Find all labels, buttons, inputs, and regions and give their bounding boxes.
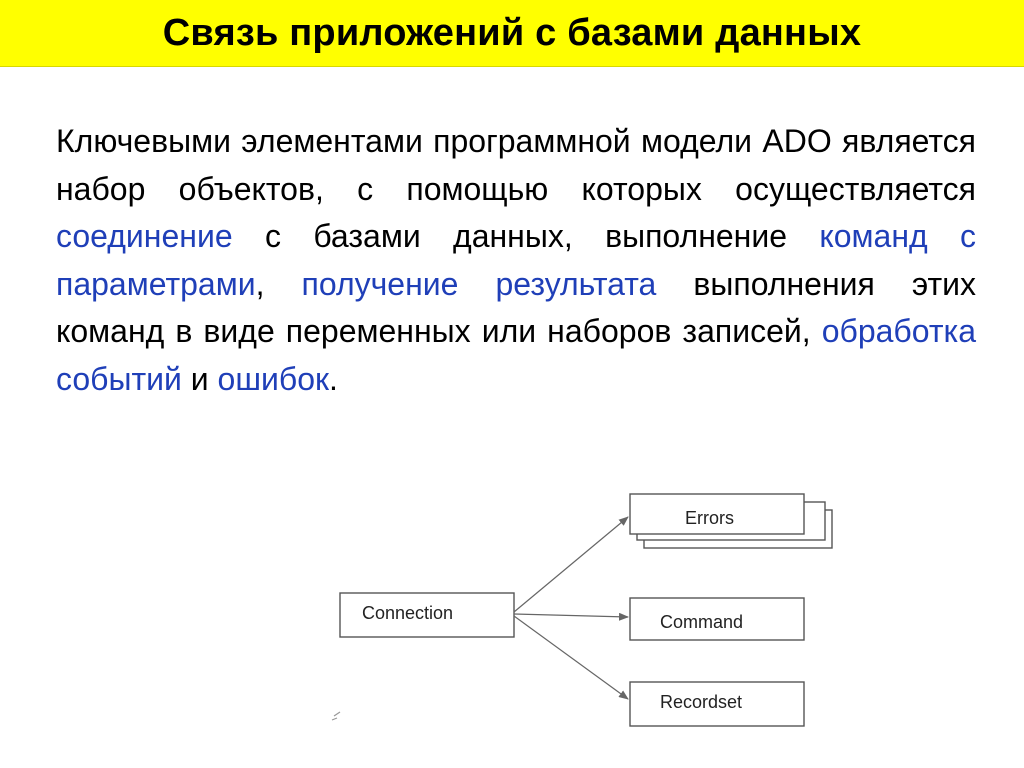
ado-object-diagram: Connection Errors Command Recordset <box>320 480 860 740</box>
recordset-box <box>629 681 805 727</box>
text-segment: . <box>329 360 338 397</box>
arrow-to-command <box>513 612 629 621</box>
body-paragraph: Ключевыми элементами программной модели … <box>56 118 976 403</box>
text-segment: Ключевыми элементами программной модели … <box>56 123 976 207</box>
arrow-to-recordset <box>513 615 629 700</box>
command-label: Command <box>660 612 744 632</box>
recordset-label: Recordset <box>660 692 743 712</box>
text-segment: с базами данных, выполнение <box>232 218 820 254</box>
highlight-events: обработка событий <box>56 313 976 397</box>
command-box <box>629 597 805 641</box>
highlight-commands: команд с параметрами <box>56 218 977 302</box>
connection-label: Connection <box>362 603 454 623</box>
errors-label: Errors <box>685 508 734 528</box>
text-segment: и <box>181 360 218 397</box>
text-segment: , <box>255 265 302 302</box>
highlight-result: получение результата <box>301 265 657 302</box>
highlight-connection: соединение <box>56 218 233 254</box>
text-segment: выполнения этих команд в виде переменных… <box>56 265 977 350</box>
slide-title: Связь приложений с базами данных <box>162 11 862 54</box>
connection-box <box>339 592 515 638</box>
highlight-errors: ошибок <box>217 360 330 397</box>
arrow-to-errors <box>513 516 629 613</box>
errors-box <box>629 493 805 535</box>
diagram-graphics <box>331 493 833 727</box>
title-bar: Связь приложений с базами данных <box>0 0 1024 67</box>
stray-mark <box>331 711 341 721</box>
